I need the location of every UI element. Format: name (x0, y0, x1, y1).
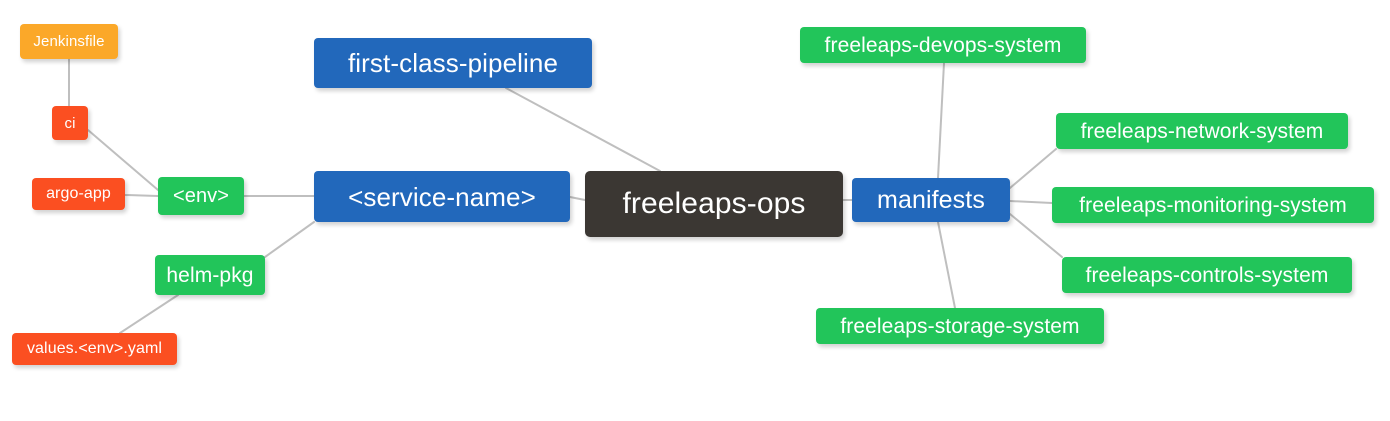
node-helm-pkg[interactable]: helm-pkg (155, 255, 265, 295)
edge-first_class_pipeline-to-root (505, 87, 661, 172)
node-label: first-class-pipeline (347, 48, 559, 78)
node-label: helm-pkg (166, 263, 254, 287)
node-freeleaps-controls-system[interactable]: freeleaps-controls-system (1062, 257, 1352, 293)
node-label: freeleaps-ops (622, 187, 806, 220)
edge-service_name-to-root (569, 196, 586, 201)
node-label: argo-app (46, 185, 111, 202)
node-env[interactable]: <env> (158, 177, 244, 215)
edge-manifests-to-storage_system (937, 221, 956, 309)
node-freeleaps-devops-system[interactable]: freeleaps-devops-system (800, 27, 1086, 63)
node-freeleaps-storage-system[interactable]: freeleaps-storage-system (816, 308, 1104, 344)
node-label: freeleaps-monitoring-system (1079, 193, 1347, 217)
edge-manifests-to-monitoring_system (1009, 200, 1053, 204)
node-jenkinsfile[interactable]: Jenkinsfile (20, 24, 118, 59)
node-label: freeleaps-network-system (1080, 119, 1324, 143)
edge-helm_pkg-to-values_yaml (119, 294, 179, 334)
node-label: freeleaps-controls-system (1085, 263, 1329, 287)
node-label: Jenkinsfile (33, 33, 105, 50)
node-label: ci (64, 114, 76, 132)
node-freeleaps-ops[interactable]: freeleaps-ops (585, 171, 843, 237)
node-freeleaps-network-system[interactable]: freeleaps-network-system (1056, 113, 1348, 149)
node-service-name[interactable]: <service-name> (314, 171, 570, 222)
node-label: <service-name> (348, 181, 536, 212)
node-values-yaml[interactable]: values.<env>.yaml (12, 333, 177, 365)
node-argo-app[interactable]: argo-app (32, 178, 125, 210)
node-label: values.<env>.yaml (26, 340, 163, 357)
node-freeleaps-monitoring-system[interactable]: freeleaps-monitoring-system (1052, 187, 1374, 223)
edge-manifests-to-devops_system (937, 62, 945, 179)
node-manifests[interactable]: manifests (852, 178, 1010, 222)
node-label: <env> (172, 185, 230, 207)
node-first-class-pipeline[interactable]: first-class-pipeline (314, 38, 592, 88)
node-label: freeleaps-devops-system (824, 33, 1062, 57)
edge-service_name-to-helm_pkg (264, 221, 315, 258)
edge-argo_app-to-env (124, 194, 159, 197)
node-label: freeleaps-storage-system (840, 314, 1080, 338)
node-ci[interactable]: ci (52, 106, 88, 140)
node-label: manifests (877, 185, 985, 214)
edge-manifests-to-network_system (1009, 148, 1057, 189)
